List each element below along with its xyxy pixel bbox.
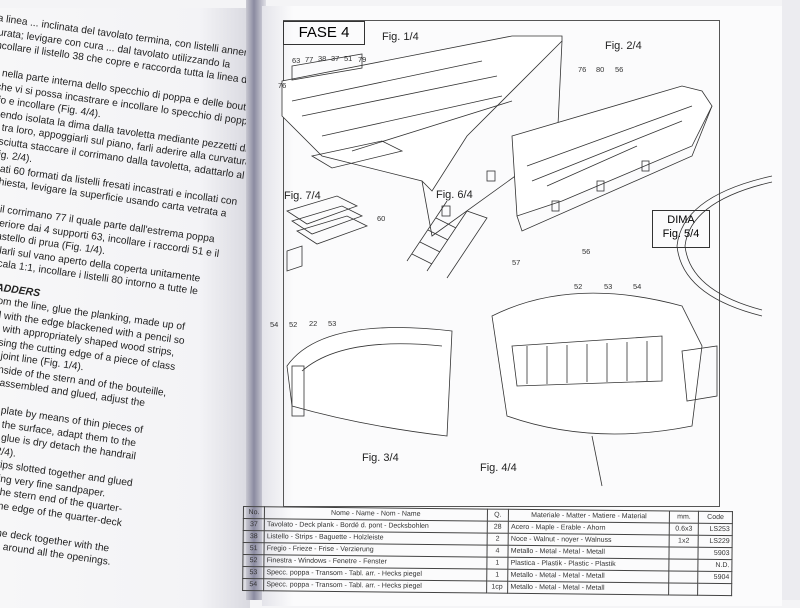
part-number: 38 [318,54,327,63]
cell-mm [668,558,699,572]
part-number: 76 [578,65,587,74]
cell-mm: 0.6x3 [669,522,699,536]
fig-2-label: Fig. 2/4 [605,40,642,52]
col-code: Code [698,511,733,524]
cell-code: 5904 [698,571,732,584]
cell-q: 1 [486,569,509,582]
part-number: 52 [289,320,298,329]
book-gutter [246,0,266,600]
fig4-stern-drawing [491,292,718,487]
col-qty: Q. [486,509,509,522]
cell-code: 5903 [698,547,733,560]
cell-no: 51 [242,542,265,555]
fig-1-label: Fig. 1/4 [382,31,419,43]
cell-mm [668,546,699,560]
cell-no: 52 [242,554,265,567]
drawing-frame [283,20,720,507]
part-number: 80 [596,65,605,74]
parts-table: No. Nome - Name - Nom - Name Q. Material… [242,506,733,596]
background [782,0,800,600]
cell-q: 28 [486,521,509,534]
cell-no: 38 [243,530,265,543]
instructions-text: isalto la linea ... inclinata del tavola… [0,8,250,581]
cell-q: 1cp [486,581,508,594]
part-number: 79 [358,55,367,64]
part-number: 52 [574,282,583,291]
cell-material: Metallo - Metal - Metal - Metall [507,581,669,595]
dima-box: DIMA Fig. 5/4 [652,210,710,248]
part-number: 60 [377,214,386,223]
cell-no: 54 [242,578,264,591]
cell-no: 37 [243,518,265,531]
phase-title: FASE 4 [283,21,365,45]
fig1-hull-drawing [281,35,563,237]
cell-q: 2 [486,533,509,546]
part-number: 56 [582,247,591,256]
cell-code: LS229 [698,535,733,548]
part-number: 54 [633,282,642,291]
fig6-ladder-drawing [406,200,488,279]
fig-3-label: Fig. 3/4 [362,452,399,464]
fig7-gratings-drawing [286,195,369,272]
part-number: 56 [615,65,624,74]
part-number: 37 [331,54,340,63]
fig-4-label: Fig. 4/4 [480,462,517,474]
col-no: No. [243,506,265,519]
dima-fig-label: Fig. 5/4 [662,228,700,240]
cell-code: N.D. [698,559,732,572]
part-number: 63 [292,56,301,65]
part-number: 77 [305,55,314,64]
part-number: 54 [270,320,279,329]
part-number: 53 [604,282,613,291]
fig5-template-drawing [676,175,773,317]
fig3-stern-drawing [286,327,453,437]
part-number: 76 [278,81,287,90]
part-number: 53 [328,319,337,328]
cell-code [697,583,732,596]
cell-mm [668,582,699,596]
part-number: 57 [512,258,521,267]
cell-mm [668,570,699,584]
fig2-hull-drawing [511,85,713,232]
fig-7-label: Fig. 7/4 [284,190,321,202]
cell-q: 1 [486,557,509,570]
cell-no: 53 [242,566,265,579]
dima-title: DIMA [667,214,695,226]
cell-mm: 1x2 [668,534,699,548]
cell-code: LS253 [698,523,733,536]
col-mm: mm. [669,510,699,524]
left-page: isalto la linea ... inclinata del tavola… [0,8,250,608]
assembly-drawings [281,35,773,487]
cell-q: 4 [486,545,509,558]
cell-name: Specc. poppa - Transom - Tabl. arr. - He… [263,578,487,594]
fig-6-label: Fig. 6/4 [436,189,473,201]
part-number: 51 [344,54,353,63]
part-number: 22 [309,319,318,328]
